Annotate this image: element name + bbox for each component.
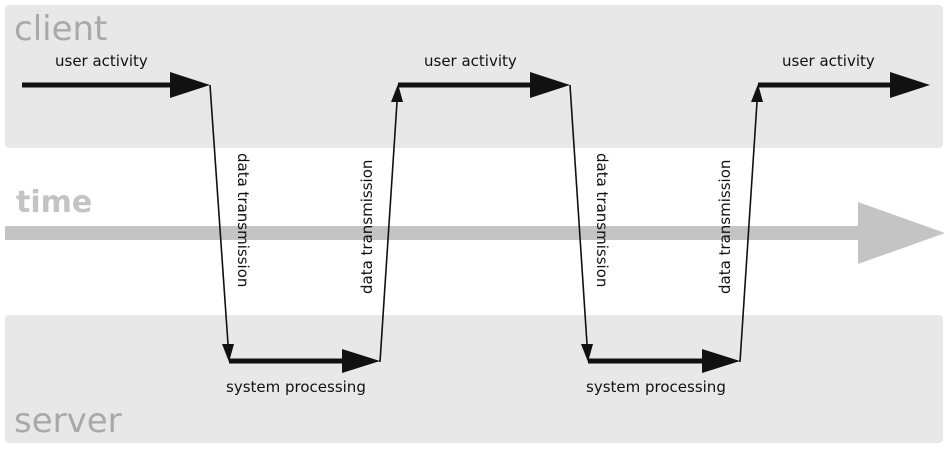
system-processing-label-2: system processing	[586, 378, 726, 396]
data-transmission-label-4: data transmission	[716, 160, 734, 294]
client-lane-label: client	[14, 9, 107, 49]
system-processing-label-1: system processing	[226, 378, 366, 396]
user-activity-label-2: user activity	[424, 52, 517, 70]
server-lane-label: server	[14, 401, 122, 441]
data-transmission-label-3: data transmission	[593, 153, 611, 287]
user-activity-arrow-1	[22, 72, 210, 98]
transmission-up-arrow-1	[379, 84, 403, 363]
time-label: time	[16, 185, 92, 220]
user-activity-arrow-2	[398, 72, 570, 98]
server-lane	[5, 315, 943, 443]
data-transmission-label-1: data transmission	[234, 153, 252, 287]
time-axis	[5, 202, 945, 264]
transmission-down-arrow-1	[209, 84, 234, 362]
system-processing-arrow-1	[229, 349, 380, 373]
user-activity-arrow-3	[758, 72, 930, 98]
user-activity-label-3: user activity	[782, 52, 875, 70]
transmission-up-arrow-2	[739, 84, 763, 363]
data-transmission-label-2: data transmission	[358, 160, 376, 294]
user-activity-label-1: user activity	[55, 52, 148, 70]
transmission-down-arrow-2	[569, 84, 593, 362]
system-processing-arrow-2	[588, 349, 740, 373]
client-lane	[5, 5, 943, 148]
